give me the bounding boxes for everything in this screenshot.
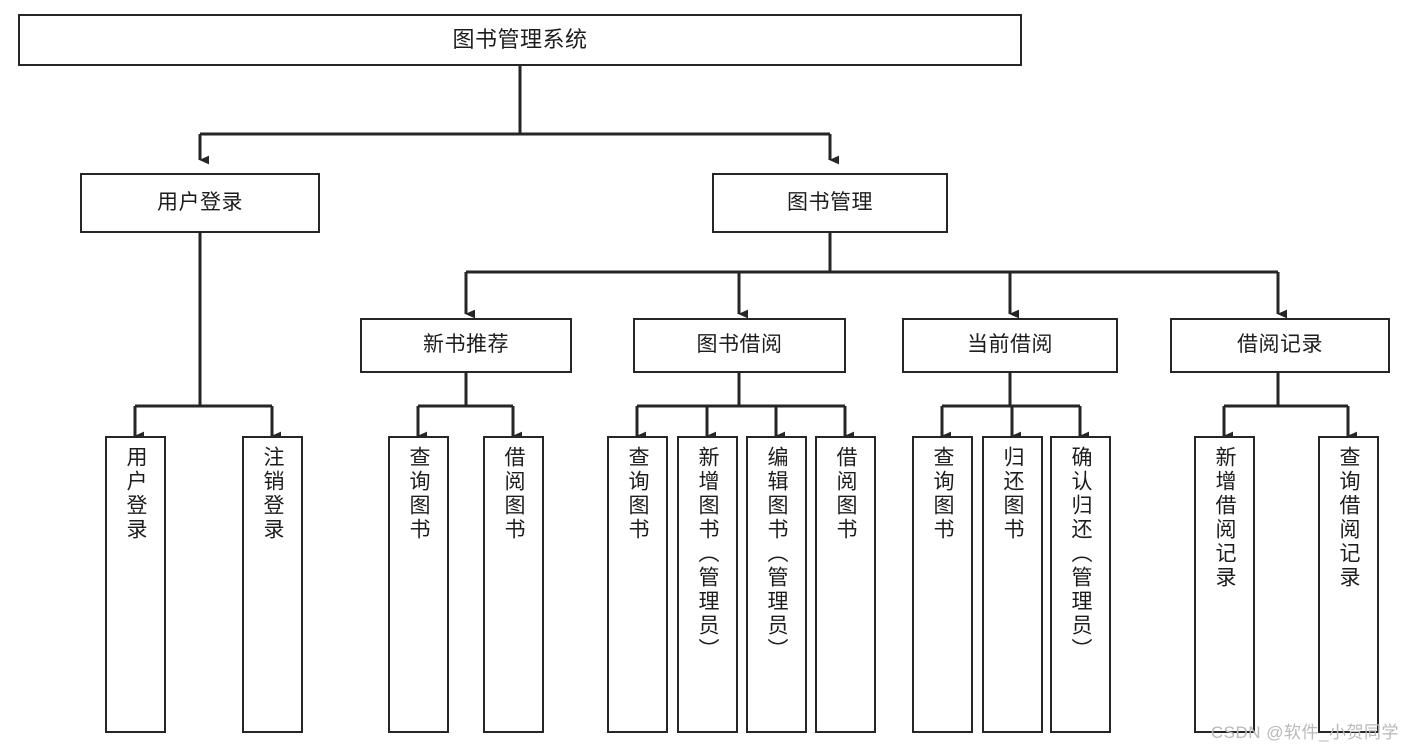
leaf-query-book-2-label: 查询图书 bbox=[626, 446, 649, 542]
leaf-borrow-book-2-label: 借阅图书 bbox=[834, 446, 857, 542]
leaf-logout-login[interactable]: 注销登录 bbox=[242, 436, 303, 733]
node-root-label: 图书管理系统 bbox=[452, 27, 588, 53]
leaf-add-record[interactable]: 新增借阅记录 bbox=[1194, 436, 1255, 733]
node-new-book-recommend[interactable]: 新书推荐 bbox=[360, 318, 572, 373]
leaf-user-login-label: 用户登录 bbox=[124, 446, 147, 542]
node-book-borrow-label: 图书借阅 bbox=[696, 333, 783, 357]
leaf-edit-book[interactable]: 编辑图书（管理员） bbox=[746, 436, 807, 733]
node-current-borrow[interactable]: 当前借阅 bbox=[902, 318, 1118, 373]
leaf-add-book[interactable]: 新增图书（管理员） bbox=[677, 436, 738, 733]
leaf-return-book-label: 归还图书 bbox=[1001, 446, 1024, 542]
csdn-watermark: CSDN @软件_小贺同学 bbox=[1210, 723, 1399, 742]
leaf-query-book-1-label: 查询图书 bbox=[407, 446, 430, 542]
node-root[interactable]: 图书管理系统 bbox=[18, 14, 1022, 66]
node-book-management[interactable]: 图书管理 bbox=[712, 173, 948, 233]
node-user-login-label: 用户登录 bbox=[157, 190, 243, 214]
leaf-query-record[interactable]: 查询借阅记录 bbox=[1318, 436, 1379, 733]
node-current-borrow-label: 当前借阅 bbox=[967, 333, 1053, 357]
leaf-query-book-3-label: 查询图书 bbox=[931, 446, 954, 542]
node-new-book-recommend-label: 新书推荐 bbox=[423, 333, 509, 357]
leaf-confirm-return-label: 确认归还（管理员） bbox=[1069, 446, 1092, 662]
leaf-borrow-book-2[interactable]: 借阅图书 bbox=[815, 436, 876, 733]
leaf-borrow-book-1-label: 借阅图书 bbox=[502, 446, 525, 542]
leaf-edit-book-label: 编辑图书（管理员） bbox=[765, 446, 788, 662]
leaf-query-record-label: 查询借阅记录 bbox=[1337, 446, 1360, 590]
node-book-management-label: 图书管理 bbox=[787, 190, 873, 214]
leaf-query-book-2[interactable]: 查询图书 bbox=[607, 436, 668, 733]
leaf-query-book-3[interactable]: 查询图书 bbox=[912, 436, 973, 733]
leaf-user-login[interactable]: 用户登录 bbox=[105, 436, 166, 733]
leaf-add-book-label: 新增图书（管理员） bbox=[696, 446, 719, 662]
node-book-borrow[interactable]: 图书借阅 bbox=[633, 318, 846, 373]
node-borrow-record[interactable]: 借阅记录 bbox=[1170, 318, 1390, 373]
leaf-return-book[interactable]: 归还图书 bbox=[982, 436, 1043, 733]
leaf-confirm-return[interactable]: 确认归还（管理员） bbox=[1050, 436, 1111, 733]
leaf-query-book-1[interactable]: 查询图书 bbox=[388, 436, 449, 733]
node-user-login[interactable]: 用户登录 bbox=[80, 173, 320, 233]
node-borrow-record-label: 借阅记录 bbox=[1237, 333, 1323, 357]
leaf-borrow-book-1[interactable]: 借阅图书 bbox=[483, 436, 544, 733]
leaf-logout-login-label: 注销登录 bbox=[261, 446, 284, 542]
leaf-add-record-label: 新增借阅记录 bbox=[1213, 446, 1236, 590]
